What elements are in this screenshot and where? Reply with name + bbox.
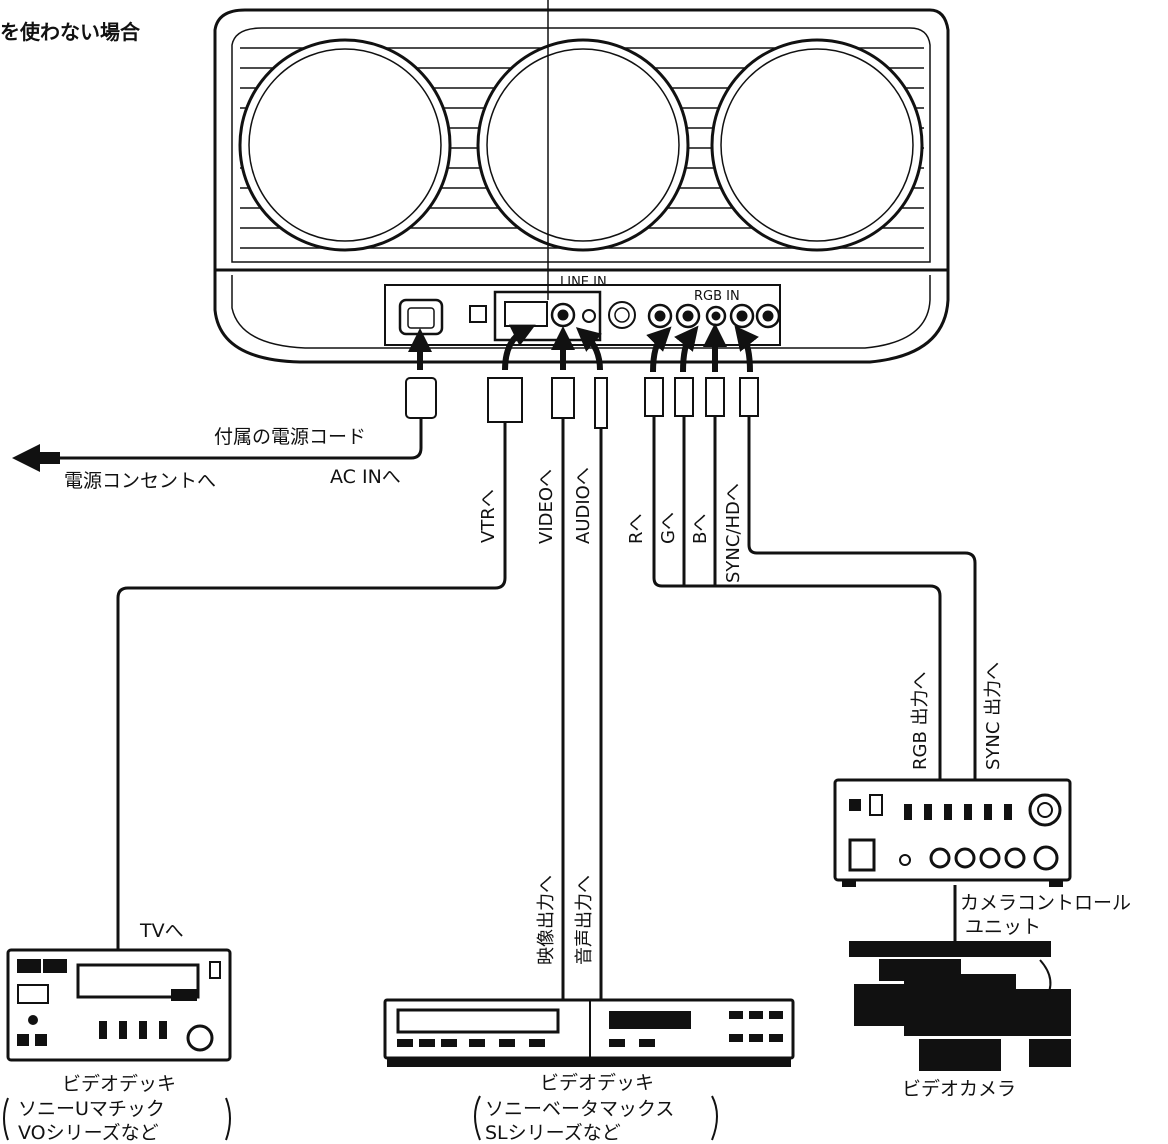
ccu-label-line2: ユニット <box>965 918 1041 937</box>
video-camera <box>850 942 1070 1070</box>
sync-hd-cable-label: SYNC/HDへ <box>725 483 743 583</box>
plugs <box>406 378 758 428</box>
video-cable-label: VIDEOへ <box>538 469 556 544</box>
audio-cable-label: AUDIOへ <box>575 467 593 544</box>
sync-out-label: SYNC 出力へ <box>985 662 1003 770</box>
audio-out-label: 音声出力へ <box>576 875 594 965</box>
rgb-out-label: RGB 出力へ <box>912 671 930 770</box>
ccu-label-line1: カメラコントロール <box>960 894 1131 913</box>
g-cable-label: Gへ <box>660 512 678 544</box>
outlet-arrow <box>12 444 60 472</box>
deck-beta-name: ビデオデッキ <box>540 1074 654 1093</box>
deck-u-sub2: VOシリーズなど <box>18 1124 159 1143</box>
umatic-deck <box>8 950 230 1060</box>
ac-in-label: AC INへ <box>330 468 401 487</box>
monitor <box>215 0 948 362</box>
deck-u-sub1: ソニーUマチック <box>18 1100 165 1119</box>
rgb-in-label: RGB IN <box>694 290 740 303</box>
heading: を使わない場合 <box>0 22 140 42</box>
power-cord-label: 付属の電源コード <box>214 428 366 447</box>
tv-label: TVへ <box>140 922 184 941</box>
betamax-deck <box>385 1000 793 1066</box>
camera-name: ビデオカメラ <box>902 1080 1016 1099</box>
deck-u-name: ビデオデッキ <box>62 1075 176 1094</box>
r-cable-label: Rへ <box>628 513 646 544</box>
camera-control-unit <box>835 780 1070 886</box>
deck-beta-sub1: ソニーベータマックス <box>485 1100 674 1119</box>
cables <box>60 416 975 1000</box>
deck-beta-sub2: SLシリーズなど <box>485 1124 621 1143</box>
plug-arrows <box>420 330 750 372</box>
b-cable-label: Bへ <box>692 514 710 544</box>
video-out-label: 映像出力へ <box>538 875 556 965</box>
vtr-cable-label: VTRへ <box>480 489 498 543</box>
outlet-label: 電源コンセントへ <box>64 472 216 491</box>
line-in-label: LINE IN <box>560 276 607 289</box>
